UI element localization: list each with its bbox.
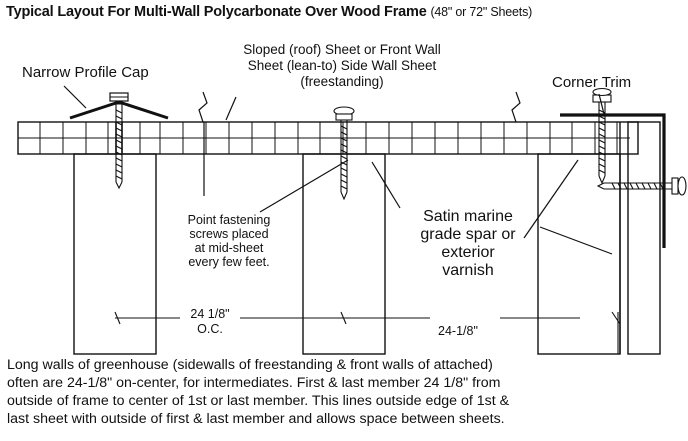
frame-member-right: [537, 153, 621, 355]
polycarbonate-sheet: [17, 121, 639, 155]
footer-line1: Long walls of greenhouse (sidewalls of f…: [7, 357, 493, 373]
label-dimension-right: 24-1/8": [438, 324, 478, 338]
wood-frame: [73, 121, 661, 355]
corner-trim: [560, 113, 666, 248]
sheet-flutes: [39, 122, 618, 154]
label-dimension-oc: 24 1/8" O.C.: [180, 307, 240, 337]
label-sloped-sheet-line2: Sheet (lean-to) Side Wall Sheet: [247, 58, 437, 73]
label-point-fastening: Point fastening screws placed at mid-she…: [170, 213, 288, 269]
label-narrow-cap: Narrow Profile Cap: [22, 64, 149, 81]
label-sloped-sheet-line3: (freestanding): [300, 74, 384, 89]
label-dimension-oc-line2: O.C.: [197, 322, 223, 336]
break-lines: [198, 91, 521, 123]
corner-screw: [592, 87, 612, 185]
title-sub: (48" or 72" Sheets): [430, 5, 533, 19]
leader-lines: [63, 85, 613, 255]
footer-line2: often are 24-1/8" on-center, for interme…: [7, 375, 501, 391]
dimension-lines: [114, 311, 621, 354]
label-point-fastening-line3: at mid-sheet: [194, 241, 264, 255]
label-point-fastening-line2: screws placed: [189, 227, 269, 241]
diagram-title: Typical Layout For Multi-Wall Polycarbon…: [6, 4, 532, 20]
cap-screw: [115, 101, 123, 190]
label-corner-trim: Corner Trim: [552, 74, 632, 91]
label-sloped-sheet-line1: Sloped (roof) Sheet or Front Wall: [243, 42, 441, 57]
label-point-fastening-line1: Point fastening: [187, 213, 271, 227]
label-varnish-line4: varnish: [442, 262, 494, 279]
label-point-fastening-line4: every few feet.: [188, 255, 270, 269]
footer-line3: outside of frame to center of 1st or las…: [7, 393, 510, 409]
label-varnish: Satin marine grade spar or exterior varn…: [398, 208, 538, 280]
side-screw: [596, 176, 687, 196]
corner-post: [627, 121, 661, 355]
point-fastening-screw: [333, 106, 355, 201]
frame-member-left: [73, 153, 157, 355]
footer-line4: last sheet with outside of first & last …: [7, 411, 505, 427]
narrow-profile-cap: [69, 92, 169, 120]
label-varnish-line1: Satin marine: [423, 208, 513, 225]
label-varnish-line2: grade spar or: [420, 226, 516, 243]
footer-note: Long walls of greenhouse (sidewalls of f…: [7, 356, 687, 428]
label-sloped-sheet: Sloped (roof) Sheet or Front Wall Sheet …: [220, 42, 464, 90]
title-main: Typical Layout For Multi-Wall Polycarbon…: [6, 4, 427, 20]
frame-member-middle: [302, 153, 386, 355]
label-dimension-oc-line1: 24 1/8": [190, 307, 230, 321]
label-varnish-line3: exterior: [441, 244, 495, 261]
